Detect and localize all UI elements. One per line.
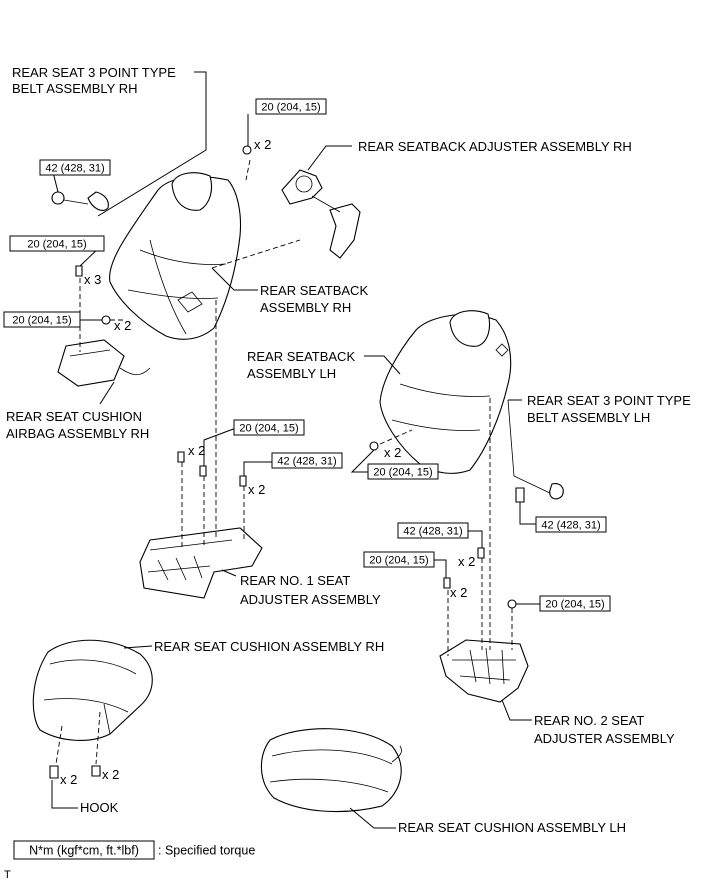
torque-value: 42 (428, 31) <box>277 456 336 468</box>
rear-seat-belt-rh-drawing <box>51 191 109 211</box>
label-airbag-line1: REAR SEAT CUSHION <box>6 409 142 424</box>
rear-seatback-rh-drawing <box>109 172 242 340</box>
quantity-label: x 2 <box>102 767 119 782</box>
rear-seat-cushion-rh-drawing <box>32 639 153 779</box>
torque-box: 20 (204, 15) <box>9 235 105 252</box>
legend-description: : Specified torque <box>158 844 255 858</box>
torque-value: 42 (428, 31) <box>541 520 600 532</box>
torque-value: 42 (428, 31) <box>45 163 104 175</box>
label-airbag-line2: AIRBAG ASSEMBLY RH <box>6 426 149 441</box>
torque-box: 20 (204, 15) <box>3 311 81 328</box>
quantity-label: x 2 <box>248 482 265 497</box>
label-seatback-lh-line2: ASSEMBLY LH <box>247 366 336 381</box>
quantity-label: x 2 <box>254 137 271 152</box>
label-seatback-lh-line1: REAR SEATBACK <box>247 349 355 364</box>
quantity-label: x 2 <box>384 445 401 460</box>
torque-box: 20 (204, 15) <box>233 419 305 436</box>
torque-value: 20 (204, 15) <box>545 599 604 611</box>
label-seatback-rh-line2: ASSEMBLY RH <box>260 300 351 315</box>
label-no2-adjuster-line1: REAR NO. 2 SEAT <box>534 713 644 728</box>
torque-value: 20 (204, 15) <box>27 239 86 251</box>
label-belt-lh-line2: BELT ASSEMBLY LH <box>527 410 650 425</box>
quantity-label: x 2 <box>188 443 205 458</box>
rear-no1-seat-adjuster-drawing <box>139 527 263 599</box>
torque-value: 20 (204, 15) <box>239 423 298 435</box>
torque-box: 42 (428, 31) <box>535 516 607 533</box>
rear-seat-belt-lh-drawing <box>507 399 564 503</box>
label-adjuster-rh: REAR SEATBACK ADJUSTER ASSEMBLY RH <box>358 139 632 154</box>
label-no1-adjuster-line1: REAR NO. 1 SEAT <box>240 573 350 588</box>
rear-seat-cushion-lh-drawing <box>260 728 402 813</box>
legend: N*m (kgf*cm, ft.*lbf) : Specified torque <box>13 840 255 860</box>
torque-box: 42 (428, 31) <box>397 522 469 539</box>
torque-value: 20 (204, 15) <box>12 315 71 327</box>
label-belt-rh-line1: REAR SEAT 3 POINT TYPE <box>12 65 176 80</box>
label-no2-adjuster-line2: ADJUSTER ASSEMBLY <box>534 731 675 746</box>
torque-box: 42 (428, 31) <box>271 452 343 469</box>
label-belt-rh-line2: BELT ASSEMBLY RH <box>12 81 137 96</box>
torque-box: 20 (204, 15) <box>255 98 327 115</box>
torque-value: 20 (204, 15) <box>369 555 428 567</box>
leader-lines <box>51 71 540 829</box>
label-cushion-rh: REAR SEAT CUSHION ASSEMBLY RH <box>154 639 384 654</box>
legend-box-text: N*m (kgf*cm, ft.*lbf) <box>29 844 139 858</box>
rear-seatback-lh-drawing <box>369 310 512 474</box>
quantity-label: x 3 <box>84 272 101 287</box>
label-cushion-lh: REAR SEAT CUSHION ASSEMBLY LH <box>398 820 626 835</box>
torque-box: 42 (428, 31) <box>39 159 111 176</box>
torque-value: 20 (204, 15) <box>373 467 432 479</box>
torque-box: 20 (204, 15) <box>539 595 611 612</box>
rear-seat-cushion-airbag-rh-drawing <box>57 339 151 387</box>
quantity-label: x 2 <box>60 772 77 787</box>
dashed-assembly-lines <box>55 159 513 765</box>
label-belt-lh-line1: REAR SEAT 3 POINT TYPE <box>527 393 691 408</box>
quantity-label: x 2 <box>458 554 475 569</box>
footer-code: T <box>4 869 11 881</box>
quantity-label: x 2 <box>450 585 467 600</box>
rear-no2-seat-adjuster-drawing <box>439 547 529 703</box>
fasteners-drawing <box>75 265 247 487</box>
rear-seatback-adjuster-rh-drawing <box>242 145 361 259</box>
torque-box: 20 (204, 15) <box>367 463 439 480</box>
label-hook: HOOK <box>80 800 119 815</box>
torque-value: 20 (204, 15) <box>261 102 320 114</box>
label-no1-adjuster-line2: ADJUSTER ASSEMBLY <box>240 592 381 607</box>
label-seatback-rh-line1: REAR SEATBACK <box>260 283 368 298</box>
quantity-label: x 2 <box>114 318 131 333</box>
torque-box: 20 (204, 15) <box>363 551 435 568</box>
torque-value: 42 (428, 31) <box>403 526 462 538</box>
